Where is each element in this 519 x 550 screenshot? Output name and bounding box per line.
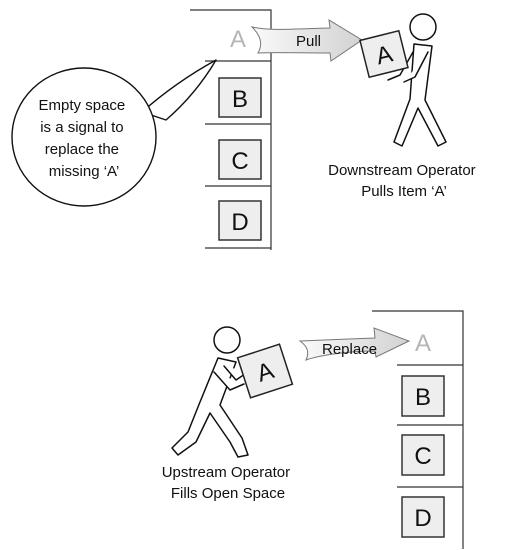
top-carried-box: A (359, 29, 409, 79)
svg-text:Downstream Operator Pull: Downstream Operator Pulls Item ‘A’ (328, 162, 480, 200)
bottom-carried-box-label: A (254, 357, 278, 388)
top-shelf-item-d-label: D (231, 209, 248, 236)
bottom-shelf-item-d: D (401, 496, 445, 538)
pull-arrow-label: Pull (296, 33, 321, 50)
pull-arrow: Pull (250, 19, 363, 62)
top-shelf-item-c-label: C (231, 148, 248, 175)
signal-callout: Empty space is a signal to replace the m… (11, 59, 217, 207)
callout-line-1: Empty space (39, 97, 126, 114)
downstream-caption-line-1: Downstream Operator (328, 162, 476, 179)
bottom-shelf-item-b-label: B (415, 384, 431, 411)
upstream-caption-line-1: Upstream Operator (162, 464, 290, 481)
callout-line-4: missing ‘A’ (49, 163, 120, 180)
replace-arrow-label: Replace (322, 341, 377, 358)
top-carried-box-label: A (373, 40, 395, 70)
upstream-caption-line-2: Fills Open Space (171, 485, 285, 502)
callout-line-3: replace the (45, 141, 119, 158)
bottom-carried-box: A (236, 343, 294, 399)
top-shelf-item-c: C (218, 139, 262, 180)
svg-text:Empty space is a signa: Empty space is a signal to replace the m… (39, 97, 130, 180)
bottom-scene: A Replace A B C D Upstream Operator (162, 310, 464, 549)
callout-line-2: is a signal to (40, 119, 123, 136)
bottom-shelf-item-c-label: C (414, 443, 431, 470)
bottom-shelf-item-b: B (401, 375, 445, 417)
top-empty-slot-letter: A (230, 26, 246, 53)
top-scene: A B C D Pull Empty space is a signal to (11, 9, 480, 250)
upstream-operator-figure (171, 326, 249, 458)
downstream-operator-figure (387, 13, 447, 147)
downstream-caption-line-2: Pulls Item ‘A’ (361, 183, 447, 200)
bottom-empty-slot-letter: A (415, 330, 431, 357)
replace-arrow: Replace (298, 327, 411, 361)
top-shelf-item-b: B (218, 77, 262, 118)
svg-text:Upstream Operator Fills: Upstream Operator Fills Open Space (162, 464, 295, 502)
bottom-shelf-item-d-label: D (414, 505, 431, 532)
bottom-shelf (372, 310, 464, 549)
top-shelf-item-b-label: B (232, 86, 248, 113)
top-shelf-item-d: D (218, 200, 262, 241)
bottom-shelf-item-c: C (401, 434, 445, 476)
